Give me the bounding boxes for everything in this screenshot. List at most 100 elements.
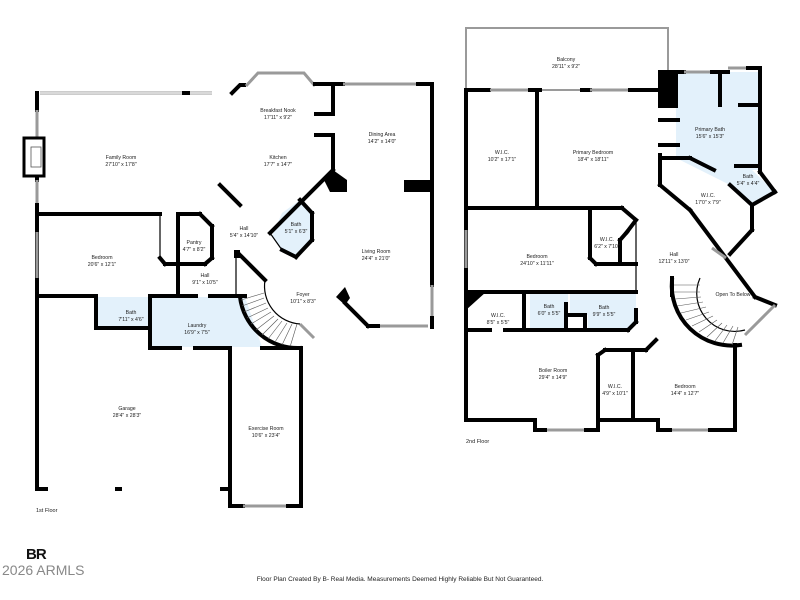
bath-fill-2f-2: [570, 292, 636, 330]
room-label-wic-2f-d: W.I.C.8'5" x 5'5": [487, 313, 510, 326]
room-dims: 5'4" x 14'10": [229, 232, 259, 239]
room-dims: 14'4" x 12'7": [670, 390, 700, 397]
room-name: Breakfast Nook: [260, 108, 296, 114]
room-name: Balcony: [556, 57, 576, 63]
room-name: Bedroom: [674, 384, 696, 390]
room-name: Bath: [543, 304, 555, 310]
room-dims: 17'11" x 9'2": [263, 114, 293, 121]
room-dims: 9'1" x 10'5": [192, 279, 218, 286]
room-dims: 28'4" x 28'3": [112, 412, 142, 419]
laundry-fill: [150, 297, 262, 347]
disclaimer-footer: Floor Plan Created By B- Real Media. Mea…: [256, 576, 544, 583]
room-name: Bedroom: [526, 254, 548, 260]
room-name: Primary Bedroom: [572, 150, 614, 156]
room-name: W.I.C.: [490, 313, 506, 319]
bath-fill-1f-small: [96, 297, 150, 327]
second-floor-plan: [464, 27, 778, 432]
room-dims: 29'4" x 14'9": [538, 374, 568, 381]
room-name: Family Room: [105, 155, 137, 161]
room-dims: 6'2" x 7'10": [594, 243, 620, 250]
copyright-watermark: 2026 ARMLS: [2, 562, 85, 578]
room-name: Open To Below: [715, 292, 751, 298]
room-name: Hall: [200, 273, 210, 279]
room-name: Pantry: [186, 240, 202, 246]
room-dims: 4'9" x 10'1": [602, 390, 628, 397]
room-dims: 14'2" x 14'0": [367, 138, 397, 145]
room-name: Laundry: [187, 323, 207, 329]
room-name: Primary Bath: [695, 127, 725, 133]
room-name: Dining Area: [368, 132, 396, 138]
room-name: Hall: [239, 226, 249, 232]
first-floor-plan: [22, 71, 434, 508]
room-dims: 8'5" x 5'5": [486, 319, 510, 326]
room-name: Living Room: [361, 249, 391, 255]
room-dims: 4'7" x 8'2": [182, 246, 206, 253]
room-name: Kitchen: [269, 155, 287, 161]
room-name: Bedroom: [91, 255, 113, 261]
room-name: Bath: [742, 174, 754, 180]
room-dims: 18'4" x 18'11": [577, 156, 609, 163]
room-label-wic-2f-b: W.I.C.17'0" x 7'9": [695, 193, 721, 206]
room-dims: 5'4" x 4'4": [736, 180, 760, 187]
room-name: W.I.C.: [700, 193, 716, 199]
room-dims: 5'1" x 6'3": [284, 228, 308, 235]
room-name: Bath: [290, 222, 302, 228]
br-logo: BR: [26, 546, 47, 563]
room-name: W.I.C.: [599, 237, 615, 243]
room-name: Bath: [125, 310, 137, 316]
room-dims: 10'2" x 17'1": [487, 156, 517, 163]
room-label-wic-2f-a: W.I.C.10'2" x 17'1": [488, 150, 516, 163]
room-dims: 6'0" x 5'5": [537, 310, 561, 317]
room-label-wic-2f-c: W.I.C.6'2" x 7'10": [594, 237, 620, 250]
room-name: Exercise Room: [248, 426, 284, 432]
room-dims: 27'10" x 17'8": [105, 161, 137, 168]
bath-fill-1f-hall: [272, 200, 312, 257]
room-name: W.I.C.: [494, 150, 510, 156]
room-dims: 24'10" x 11'11": [520, 260, 554, 267]
room-dims: 24'4" x 21'0": [361, 255, 391, 262]
room-name: Hall: [669, 252, 679, 258]
room-label-open-to-below: Open To Below: [715, 292, 750, 299]
room-dims: 17'0" x 7'9": [695, 199, 721, 206]
room-dims: 20'6" x 12'1": [87, 261, 117, 268]
floor2-title: 2nd Floor: [466, 439, 490, 445]
room-dims: 10'1" x 8'3": [290, 298, 316, 305]
room-name: Garage: [118, 406, 136, 412]
room-dims: 12'11" x 13'0": [658, 258, 690, 265]
floor1-title: 1st Floor: [36, 508, 58, 514]
room-name: Foyer: [296, 292, 310, 298]
room-dims: 28'11" x 9'2": [551, 63, 581, 70]
room-dims: 7'11" x 4'6": [118, 316, 144, 323]
room-name: Boiler Room: [538, 368, 568, 374]
room-dims: 10'6" x 23'4": [251, 432, 281, 439]
room-label-wic-2f-e: W.I.C.4'9" x 10'1": [602, 384, 628, 397]
room-name: Bath: [598, 305, 610, 311]
room-dims: 16'9" x 7'5": [184, 329, 210, 336]
